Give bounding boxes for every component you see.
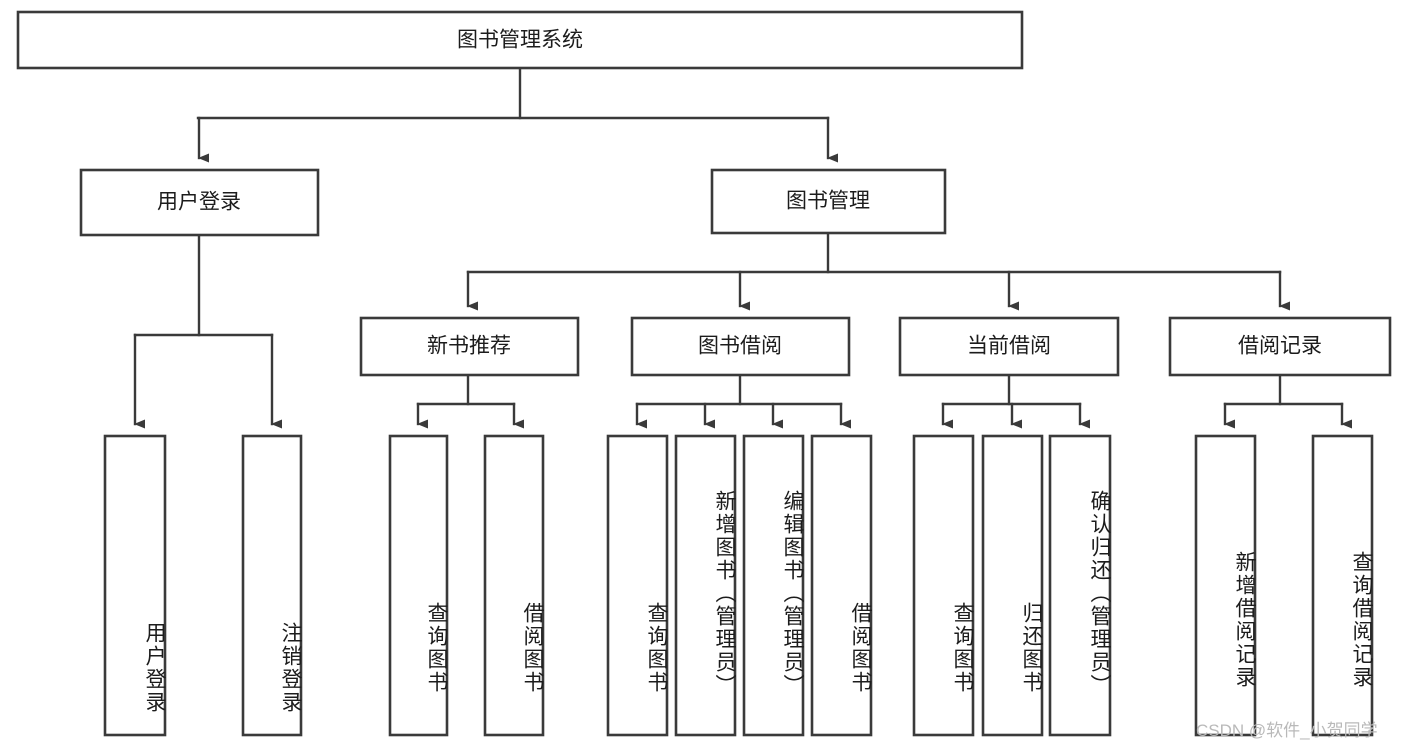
connector-root-to-level2 [196, 66, 838, 163]
leaf-label-confirm-return[interactable]: 确认归还（管理员） [1088, 490, 1111, 697]
node-book-manage-label: 图书管理 [786, 190, 870, 213]
leaf-boxes [103, 434, 1374, 737]
leaf-label-query-book-cb[interactable]: 查询图书 [951, 601, 974, 694]
leaf-box-query-book-cb [912, 434, 975, 737]
leaf-label-query-book-bw[interactable]: 查询图书 [645, 601, 668, 694]
leaf-box-query-book-bw [606, 434, 669, 737]
leaf-box-borrow-book-bw [810, 434, 873, 737]
leaf-box-logout [241, 434, 303, 737]
node-borrow-record-label: 借阅记录 [1238, 335, 1322, 358]
connector-current-borrow-to-leaves [941, 373, 1090, 429]
leaf-label-query-record[interactable]: 查询借阅记录 [1350, 550, 1373, 689]
leaf-box-confirm-return [1048, 434, 1112, 737]
leaf-box-add-record [1194, 434, 1257, 737]
leaf-label-return-book[interactable]: 归还图书 [1020, 601, 1043, 694]
leaf-box-borrow-book-rec [483, 434, 545, 737]
node-book-borrow-label: 图书借阅 [698, 335, 782, 358]
leaf-label-borrow-book-rec[interactable]: 借阅图书 [521, 601, 544, 694]
leaf-box-query-record [1311, 434, 1374, 737]
leaf-box-edit-book [742, 434, 805, 737]
node-user-login[interactable]: 用户登录 [79, 168, 320, 237]
leaf-box-return-book [981, 434, 1044, 737]
leaf-label-logout[interactable]: 注销登录 [279, 621, 302, 714]
leaf-box-query-book-rec [388, 434, 449, 737]
node-root-label: 图书管理系统 [457, 29, 583, 52]
leaf-label-borrow-book-bw[interactable]: 借阅图书 [849, 601, 872, 694]
node-root[interactable]: 图书管理系统 [16, 10, 1024, 70]
node-book-borrow[interactable]: 图书借阅 [630, 316, 851, 377]
node-user-login-label: 用户登录 [157, 191, 241, 214]
leaf-label-edit-book[interactable]: 编辑图书（管理员） [781, 490, 804, 697]
node-book-manage[interactable]: 图书管理 [710, 168, 947, 235]
leaf-box-user-login [103, 434, 167, 737]
node-borrow-record[interactable]: 借阅记录 [1168, 316, 1392, 377]
leaf-box-add-book [674, 434, 737, 737]
leaf-label-query-book-rec[interactable]: 查询图书 [425, 601, 448, 694]
leaf-label-user-login[interactable]: 用户登录 [143, 621, 166, 714]
connector-new-book-recommend-to-leaves [416, 373, 524, 429]
node-current-borrow-label: 当前借阅 [967, 335, 1051, 358]
node-new-book-recommend[interactable]: 新书推荐 [359, 316, 580, 377]
connector-book-borrow-to-leaves [635, 373, 851, 429]
leaf-label-add-book[interactable]: 新增图书（管理员） [713, 490, 736, 697]
connector-book-manage-to-level3 [466, 231, 1290, 311]
node-new-book-recommend-label: 新书推荐 [427, 335, 511, 358]
node-current-borrow[interactable]: 当前借阅 [898, 316, 1120, 377]
connector-user-login-to-leaves [133, 233, 282, 429]
csdn-watermark: CSDN @软件_小贺同学 [1196, 721, 1378, 740]
leaf-label-add-record[interactable]: 新增借阅记录 [1233, 550, 1256, 689]
connector-borrow-record-to-leaves [1223, 373, 1352, 429]
